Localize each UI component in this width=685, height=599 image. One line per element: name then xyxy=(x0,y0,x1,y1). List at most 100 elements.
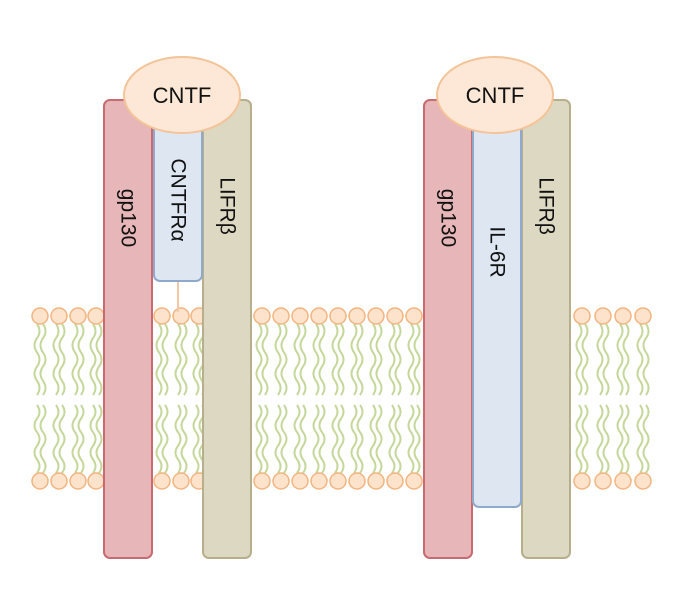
lipid-tail-upper xyxy=(77,323,85,396)
lifr-beta-receptor-right xyxy=(521,99,571,559)
lipid-head-inner xyxy=(348,472,366,490)
lipid-tail-lower xyxy=(388,404,396,474)
lipid-tail-upper xyxy=(255,323,263,396)
lipid-tail-upper xyxy=(602,323,610,396)
lipid-head-outer xyxy=(405,307,423,325)
lipid-tail-lower xyxy=(622,404,630,474)
lipid-tail-lower xyxy=(261,404,269,474)
lipid-head-outer xyxy=(69,307,87,325)
lipid-head-inner xyxy=(153,472,171,490)
lipid-tail-upper xyxy=(71,323,79,396)
lipid-tail-upper xyxy=(407,323,415,396)
lipid-head-outer xyxy=(614,307,632,325)
lipid-tail-upper xyxy=(299,323,307,396)
cntf-label-left: CNTF xyxy=(153,83,212,108)
lipid-head-outer xyxy=(253,307,271,325)
lipid-tail-lower xyxy=(89,404,97,474)
gp130-label-right: gp130 xyxy=(437,189,460,247)
lipid-head-outer xyxy=(348,307,366,325)
lipid-tail-lower xyxy=(33,404,41,474)
lipid-head-outer xyxy=(172,307,190,325)
lipid-head-inner xyxy=(310,472,328,490)
lipid-tail-lower xyxy=(596,404,604,474)
lipid-tail-upper xyxy=(350,323,358,396)
lipid-tail-upper xyxy=(52,323,60,396)
lipid-tail-lower xyxy=(174,404,182,474)
lipid-tail-lower xyxy=(642,404,650,474)
lipid-tail-upper xyxy=(180,323,188,396)
lipid-head-outer xyxy=(50,307,68,325)
lipid-tail-lower xyxy=(71,404,79,474)
lipid-tail-lower xyxy=(39,404,47,474)
lipid-tail-lower xyxy=(337,404,345,474)
lipid-head-inner xyxy=(329,472,347,490)
gp130-label-left: gp130 xyxy=(117,189,140,247)
lipid-tail-lower xyxy=(192,404,200,474)
lipid-tail-upper xyxy=(95,323,103,396)
lipid-tail-upper xyxy=(413,323,421,396)
complex-left: CNTF gp130 CNTFRα LIFRβ xyxy=(103,56,252,559)
lipid-tail-lower xyxy=(161,404,169,474)
il6r-receptor xyxy=(472,119,522,508)
lipid-tail-upper xyxy=(318,323,326,396)
lipid-tail-upper xyxy=(575,323,583,396)
lipid-head-inner xyxy=(253,472,271,490)
lipid-tail-lower xyxy=(155,404,163,474)
lipid-tail-upper xyxy=(331,323,339,396)
lipid-tail-upper xyxy=(616,323,624,396)
lipid-head-inner xyxy=(69,472,87,490)
lipid-head-inner xyxy=(386,472,404,490)
lipid-tail-lower xyxy=(318,404,326,474)
lipid-tail-lower xyxy=(293,404,301,474)
lipid-tail-lower xyxy=(58,404,66,474)
lipid-head-outer xyxy=(31,307,49,325)
lipid-tail-lower xyxy=(616,404,624,474)
lipid-head-outer xyxy=(310,307,328,325)
cntf-ligand-left xyxy=(123,56,241,134)
cntf-ligand-right xyxy=(436,56,554,134)
lipid-tail-lower xyxy=(77,404,85,474)
lipid-tail-upper xyxy=(33,323,41,396)
lipid-tail-lower xyxy=(95,404,103,474)
lipid-head-inner xyxy=(614,472,632,490)
gp130-receptor-right xyxy=(423,99,473,559)
lipid-tail-lower xyxy=(350,404,358,474)
lifr-beta-label-right: LIFRβ xyxy=(535,177,558,235)
lipid-head-inner xyxy=(634,472,652,490)
lipid-tail-lower xyxy=(180,404,188,474)
cntf-label-right: CNTF xyxy=(466,83,525,108)
lipid-head-outer xyxy=(594,307,612,325)
lipid-tail-lower xyxy=(394,404,402,474)
lipid-head-inner xyxy=(172,472,190,490)
lipid-head-inner xyxy=(367,472,385,490)
lipid-tail-upper xyxy=(261,323,269,396)
lipid-tail-upper xyxy=(581,323,589,396)
lipid-tail-upper xyxy=(293,323,301,396)
lipid-tail-upper xyxy=(369,323,377,396)
cell-membrane xyxy=(31,307,652,490)
lipid-tail-lower xyxy=(407,404,415,474)
lipid-tail-upper xyxy=(312,323,320,396)
lipid-head-outer xyxy=(87,307,105,325)
lipid-tail-upper xyxy=(636,323,644,396)
lipid-tail-lower xyxy=(280,404,288,474)
lipid-tail-lower xyxy=(375,404,383,474)
lipid-head-outer xyxy=(329,307,347,325)
lipid-tail-lower xyxy=(636,404,644,474)
lipid-tail-upper xyxy=(642,323,650,396)
lipid-tail-lower xyxy=(602,404,610,474)
gp130-receptor-left xyxy=(103,99,153,559)
lipid-head-inner xyxy=(291,472,309,490)
cntfr-alpha-label: CNTFRα xyxy=(167,158,190,241)
lipid-tail-lower xyxy=(413,404,421,474)
lipid-head-outer xyxy=(634,307,652,325)
lipid-head-outer xyxy=(272,307,290,325)
lipid-tail-upper xyxy=(155,323,163,396)
lifr-beta-label-left: LIFRβ xyxy=(216,177,239,235)
lipid-head-inner xyxy=(405,472,423,490)
lipid-tail-lower xyxy=(255,404,263,474)
lipid-tail-lower xyxy=(312,404,320,474)
lifr-beta-receptor-left xyxy=(202,99,252,559)
lipid-tail-upper xyxy=(39,323,47,396)
